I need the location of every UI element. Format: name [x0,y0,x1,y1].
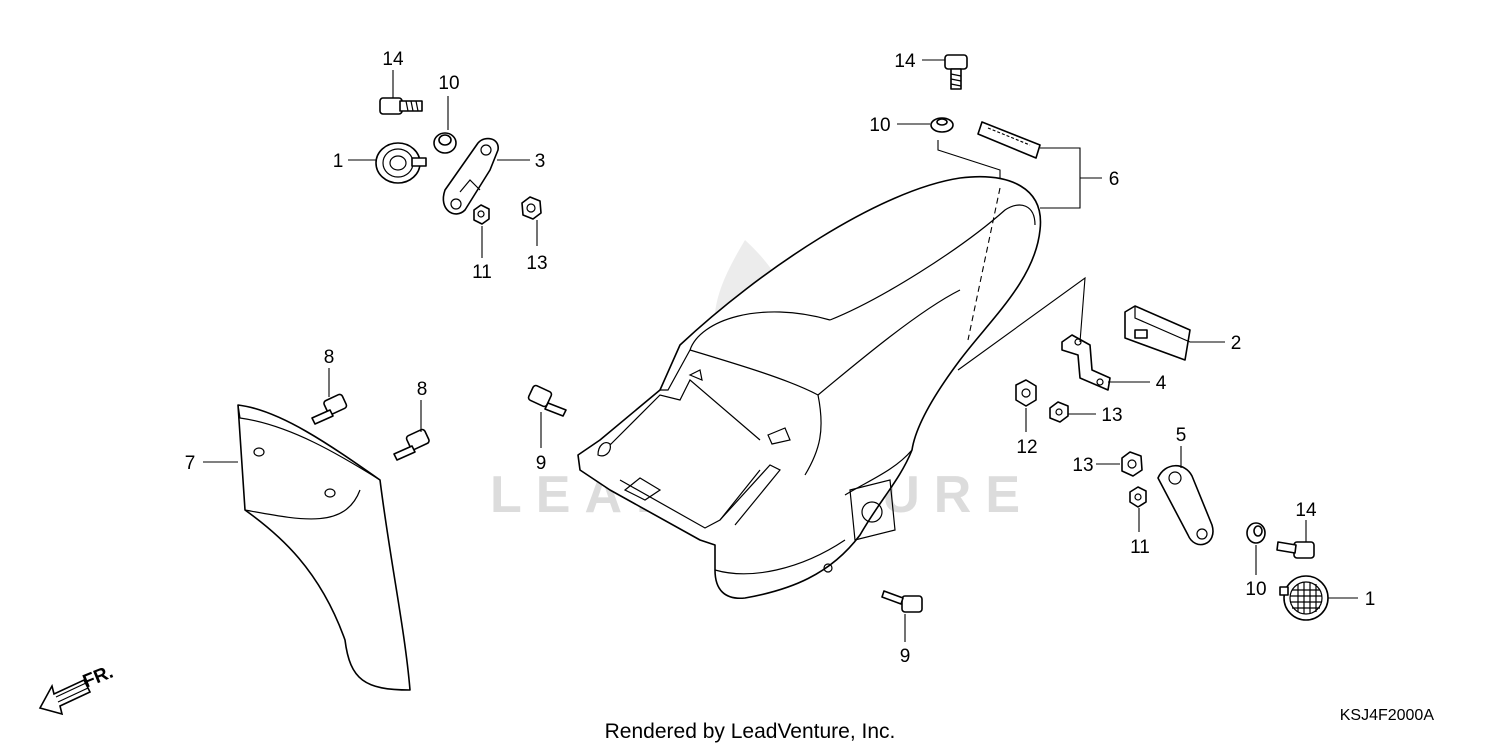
callout-8-lower: 8 [417,379,428,400]
nut-11-right[interactable] [1129,486,1147,508]
callout-13-top-left: 13 [526,253,547,274]
callout-5: 5 [1176,425,1187,446]
bolt-14-right[interactable] [1276,541,1315,559]
callout-10-right: 10 [1245,579,1266,600]
washer-10-right[interactable] [1246,522,1266,544]
reflector-1-right[interactable] [1279,575,1329,621]
pad-2[interactable] [1124,305,1191,361]
callout-14-top-left: 14 [382,49,404,70]
bracket-4[interactable] [1061,334,1111,391]
bracket-4-guide [957,276,1086,371]
bolt-9-upper[interactable] [527,384,567,417]
footer-credit: Rendered by LeadVenture, Inc. [605,720,896,743]
leader-lines [203,59,1358,642]
nut-13-right-lower[interactable] [1121,451,1143,477]
callout-2: 2 [1231,333,1242,354]
callout-4: 4 [1156,373,1167,394]
bolt-8-upper[interactable] [311,393,348,425]
bracket-5[interactable] [1157,464,1214,546]
nut-12[interactable] [1015,379,1037,407]
reflector-1-left[interactable] [375,142,427,184]
bolt-9-lower[interactable] [881,590,923,613]
bolt-8-lower[interactable] [393,428,430,461]
callout-9-upper: 9 [536,453,547,474]
callout-labels: 14 10 1 3 11 13 14 10 6 2 4 13 12 8 8 7 … [185,49,1376,667]
washer-10-top-left[interactable] [433,132,457,154]
callout-8-upper: 8 [324,347,335,368]
callout-7: 7 [185,453,196,474]
callout-1-left: 1 [333,151,344,172]
bolt-14-top-left[interactable] [379,97,423,115]
bolt-14-top-center[interactable] [944,54,968,90]
diagram-code: KSJ4F2000A [1340,707,1435,724]
callout-11-top-left: 11 [472,262,492,283]
nut-13-top-left[interactable] [521,196,542,220]
bracket-3[interactable] [442,137,499,215]
callout-10-top-center: 10 [869,115,890,136]
callout-9-lower: 9 [900,646,911,667]
washer-10-top-center[interactable] [930,117,954,133]
callout-10-top-left: 10 [438,73,459,94]
callout-14-top-center: 14 [894,51,916,72]
front-arrow-label: FR. [80,662,116,693]
nut-11-top-left[interactable] [473,204,490,225]
callout-13-right-upper: 13 [1101,405,1122,426]
callout-1-right: 1 [1365,589,1376,610]
mudguard-flap-7[interactable] [237,404,411,691]
callout-6: 6 [1109,169,1120,190]
nut-13-right-upper[interactable] [1049,401,1069,423]
callout-12: 12 [1016,437,1037,458]
callout-13-right-lower: 13 [1072,455,1093,476]
fender-decal[interactable] [937,121,1041,178]
rear-fender[interactable] [577,176,1042,599]
callout-14-right: 14 [1295,500,1317,521]
front-arrow: FR. [38,662,116,716]
callout-3: 3 [535,151,546,172]
callout-11-right: 11 [1130,537,1150,558]
